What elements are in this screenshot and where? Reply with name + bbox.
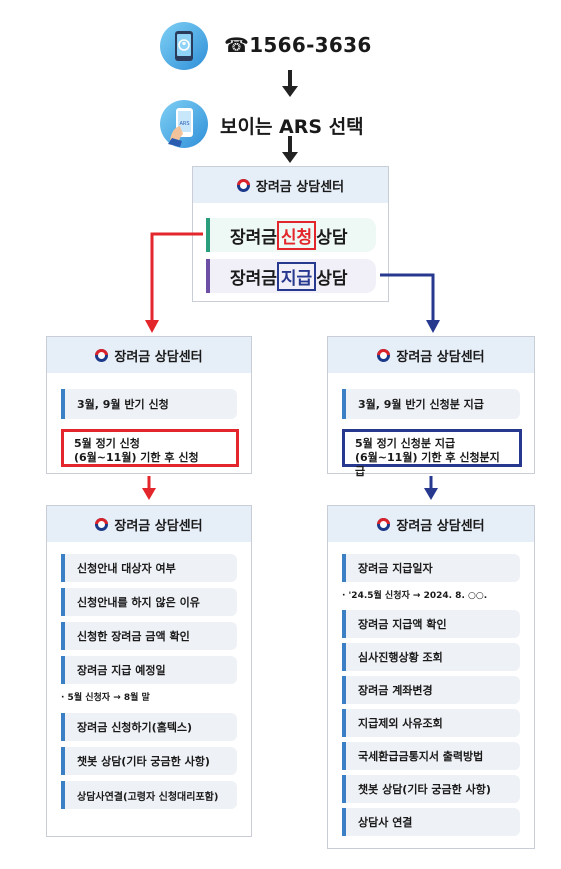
menu-item-account-change[interactable]: 장려금 계좌변경: [342, 676, 520, 704]
government-emblem-icon: [377, 348, 391, 362]
menu-item-exclusion-reason[interactable]: 지급제외 사유조회: [342, 709, 520, 737]
left-apply-panel: 장려금 상담센터 3월, 9월 반기 신청 5월 정기 신청 (6월~11월) …: [46, 336, 252, 474]
regular-apply-box[interactable]: 5월 정기 신청 (6월~11월) 기한 후 신청: [61, 429, 239, 467]
menu-item-agent-connect[interactable]: 상담사 연결: [342, 808, 520, 836]
menu-item-amount-check[interactable]: 장려금 지급액 확인: [342, 610, 520, 638]
government-emblem-icon: [95, 517, 109, 531]
menu-item-chatbot[interactable]: 챗봇 상담(기타 궁금한 사항): [61, 747, 237, 775]
menu-item-refund-notice-print[interactable]: 국세환급금통지서 출력방법: [342, 742, 520, 770]
panel-header: 장려금 상담센터: [328, 506, 534, 542]
branch-connectors: [145, 232, 440, 333]
svg-text:ARS: ARS: [179, 121, 189, 127]
panel-title: 장려금 상담센터: [114, 349, 203, 365]
menu-item-agent-connect[interactable]: 상담사연결(고령자 신청대리포함): [61, 781, 237, 809]
phone-icon: [160, 22, 208, 70]
phone-number: ☎1566-3636: [224, 33, 372, 57]
right-payment-panel: 장려금 상담센터 3월, 9월 반기 신청분 지급 5월 정기 신청분 지급 (…: [327, 336, 535, 478]
menu-item-no-notice-reason[interactable]: 신청안내를 하지 않은 이유: [61, 588, 237, 616]
panel-header: 장려금 상담센터: [328, 337, 534, 373]
menu-item-payment-date[interactable]: 장려금 지급 예정일: [61, 656, 237, 684]
regular-payment-box[interactable]: 5월 정기 신청분 지급 (6월~11월) 기한 후 신청분지급: [342, 429, 522, 478]
payment-date-note: · '24.5월 신청자 → 2024. 8. ○○.: [342, 591, 488, 601]
panel-title: 장려금 상담센터: [255, 179, 345, 195]
panel-header: 장려금 상담센터: [193, 167, 388, 203]
flow-arrow-1: [282, 70, 298, 97]
menu-item-eligibility[interactable]: 신청안내 대상자 여부: [61, 554, 237, 582]
panel-title: 장려금 상담센터: [396, 349, 485, 365]
panel-header: 장려금 상담센터: [47, 337, 251, 373]
menu-item-review-status[interactable]: 심사진행상황 조회: [342, 643, 520, 671]
apply-highlight: 신청: [276, 220, 317, 250]
left-apply-detail-panel: 장려금 상담센터 신청안내 대상자 여부 신청안내를 하지 않은 이유 신청한 …: [46, 505, 252, 837]
payment-highlight: 지급: [276, 261, 317, 291]
menu-item-apply-hometax[interactable]: 장려금 신청하기(홈텍스): [61, 713, 237, 741]
menu-item-chatbot[interactable]: 챗봇 상담(기타 궁금한 사항): [342, 775, 520, 803]
government-emblem-icon: [377, 517, 391, 531]
ars-select-text: 보이는 ARS 선택: [220, 116, 364, 138]
panel-title: 장려금 상담센터: [396, 518, 485, 534]
right-payment-detail-panel: 장려금 상담센터 장려금 지급일자 · '24.5월 신청자 → 2024. 8…: [327, 505, 535, 849]
panel-title: 장려금 상담센터: [114, 518, 203, 534]
government-emblem-icon: [236, 178, 250, 192]
panel-header: 장려금 상담센터: [47, 506, 251, 542]
half-year-apply-item[interactable]: 3월, 9월 반기 신청: [61, 389, 237, 419]
payment-date-note: · 5월 신청자 → 8월 말: [61, 693, 150, 703]
lower-arrows: [142, 476, 438, 500]
menu-item-amount-check[interactable]: 신청한 장려금 금액 확인: [61, 622, 237, 650]
flow-arrow-2: [282, 136, 298, 163]
mobile-ars-icon: ARS: [160, 100, 208, 148]
government-emblem-icon: [95, 348, 109, 362]
menu-item-payment-date[interactable]: 장려금 지급일자: [342, 554, 520, 582]
half-year-payment-item[interactable]: 3월, 9월 반기 신청분 지급: [342, 389, 520, 419]
